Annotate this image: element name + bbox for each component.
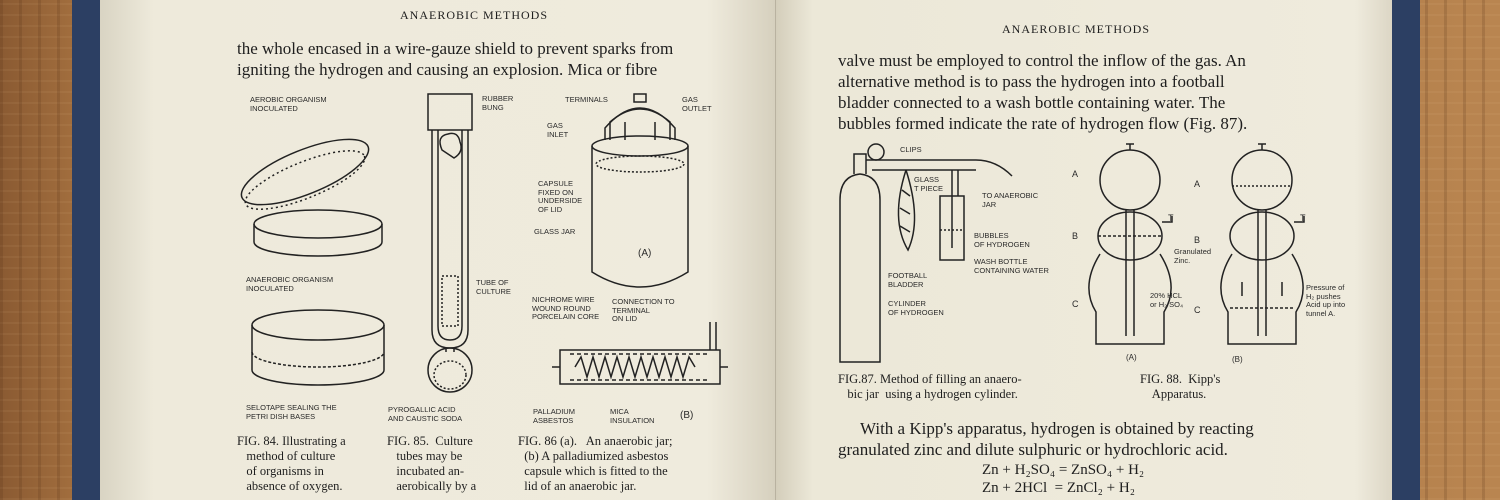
fig87-caption: FIG.87. Method of filling an anaero- bic… bbox=[838, 372, 1022, 401]
fig88-label: B bbox=[1072, 231, 1079, 241]
fig86-label: (a) bbox=[638, 248, 652, 259]
fig88-label: T bbox=[1300, 213, 1306, 223]
fig88-label: A bbox=[1194, 179, 1201, 189]
fig87-label: FOOTBALL BLADDER bbox=[888, 271, 928, 289]
fig84-caption: FIG. 84. Illustrating a method of cultur… bbox=[237, 434, 346, 493]
fig86-label: GAS OUTLET bbox=[682, 95, 712, 113]
fig86-caption: FIG. 86 (a). An anaerobic jar; (b) A pal… bbox=[518, 434, 673, 493]
fig88-label: C bbox=[1194, 305, 1201, 315]
fig85-label: RUBBER BUNG bbox=[482, 94, 514, 112]
fig87-label: GLASS T PIECE bbox=[914, 175, 944, 193]
paragraph-line: granulated zinc and dilute sulphuric or … bbox=[838, 440, 1228, 459]
fig88-label: C bbox=[1072, 299, 1079, 309]
equation: Zn + 2HCl = ZnCl₂ + H₂ bbox=[982, 480, 1135, 496]
fig86-anaerobic-jar-illustration bbox=[552, 93, 728, 385]
fig86-label: (b) bbox=[680, 410, 694, 421]
running-head: ANAEROBIC METHODS bbox=[400, 8, 549, 22]
fig88-kipps-apparatus-illustration bbox=[1088, 143, 1305, 345]
body-line: alternative method is to pass the hydrog… bbox=[838, 72, 1225, 91]
fig87-hydrogen-cylinder-illustration bbox=[839, 143, 1013, 363]
fig87-label: TO ANAEROBIC JAR bbox=[982, 191, 1039, 209]
fig86-label: MICA INSULATION bbox=[610, 407, 655, 425]
fig86-label: TERMINALS bbox=[565, 95, 608, 104]
body-line: igniting the hydrogen and causing an exp… bbox=[237, 60, 658, 79]
body-line: the whole encased in a wire-gauze shield… bbox=[237, 39, 674, 58]
fig86-label: CONNECTION TO TERMINAL ON LID bbox=[612, 297, 675, 323]
fig88-label: (b) bbox=[1232, 355, 1243, 364]
fig84-label: ANAEROBIC ORGANISM INOCULATED bbox=[246, 275, 334, 293]
fig88-label: T bbox=[1168, 213, 1174, 223]
fig87-label: CYLINDER OF HYDROGEN bbox=[888, 299, 944, 317]
fig85-label: TUBE OF CULTURE bbox=[476, 278, 511, 296]
fig86-label: NICHROME WIRE WOUND ROUND PORCELAIN CORE bbox=[532, 295, 600, 321]
fig85-culture-tube-illustration bbox=[427, 93, 473, 393]
paragraph-line: With a Kipp's apparatus, hydrogen is obt… bbox=[860, 419, 1254, 438]
fig87-label: BUBBLES OF HYDROGEN bbox=[974, 231, 1030, 249]
fig86-label: PALLADIUM ASBESTOS bbox=[533, 407, 575, 425]
fig88-label: Granulated Zinc. bbox=[1174, 247, 1212, 265]
fig88-label: Pressure of H₂ pushes Acid up into tunne… bbox=[1306, 283, 1346, 318]
fig85-caption: FIG. 85. Culture tubes may be incubated … bbox=[387, 434, 477, 493]
fig85-label: PYROGALLIC ACID AND CAUSTIC SODA bbox=[388, 405, 463, 423]
fig84-label: AEROBIC ORGANISM INOCULATED bbox=[250, 95, 327, 113]
running-head: ANAEROBIC METHODS bbox=[1002, 22, 1151, 36]
left-page: ANAEROBIC METHODS the whole encased in a… bbox=[100, 0, 776, 500]
fig86-label: GAS INLET bbox=[547, 121, 569, 139]
fig88-label: (a) bbox=[1126, 353, 1137, 362]
body-line: valve must be employed to control the in… bbox=[838, 51, 1246, 70]
fig88-caption: FIG. 88. Kipp's Apparatus. bbox=[1140, 372, 1221, 401]
equation: Zn + H₂SO₄ = ZnSO₄ + H₂ bbox=[982, 462, 1145, 478]
body-line: bubbles formed indicate the rate of hydr… bbox=[838, 114, 1248, 133]
body-line: bladder connected to a wash bottle conta… bbox=[838, 93, 1226, 112]
fig86-label: CAPSULE FIXED ON UNDERSIDE OF LID bbox=[538, 179, 583, 214]
fig88-label: 20% HCL or H₂ SO₄ bbox=[1150, 291, 1184, 309]
fig88-label: B bbox=[1194, 235, 1201, 245]
fig86-label: GLASS JAR bbox=[534, 227, 576, 236]
fig84-petri-dishes-illustration bbox=[240, 138, 385, 386]
right-page: ANAEROBIC METHODS valve must be employed… bbox=[776, 0, 1392, 500]
fig87-label: CLIPS bbox=[900, 145, 922, 154]
fig87-label: WASH BOTTLE CONTAINING WATER bbox=[974, 257, 1049, 275]
fig88-label: A bbox=[1072, 169, 1079, 179]
fig84-label: SELOTAPE SEALING THE PETRI DISH BASES bbox=[246, 403, 337, 421]
